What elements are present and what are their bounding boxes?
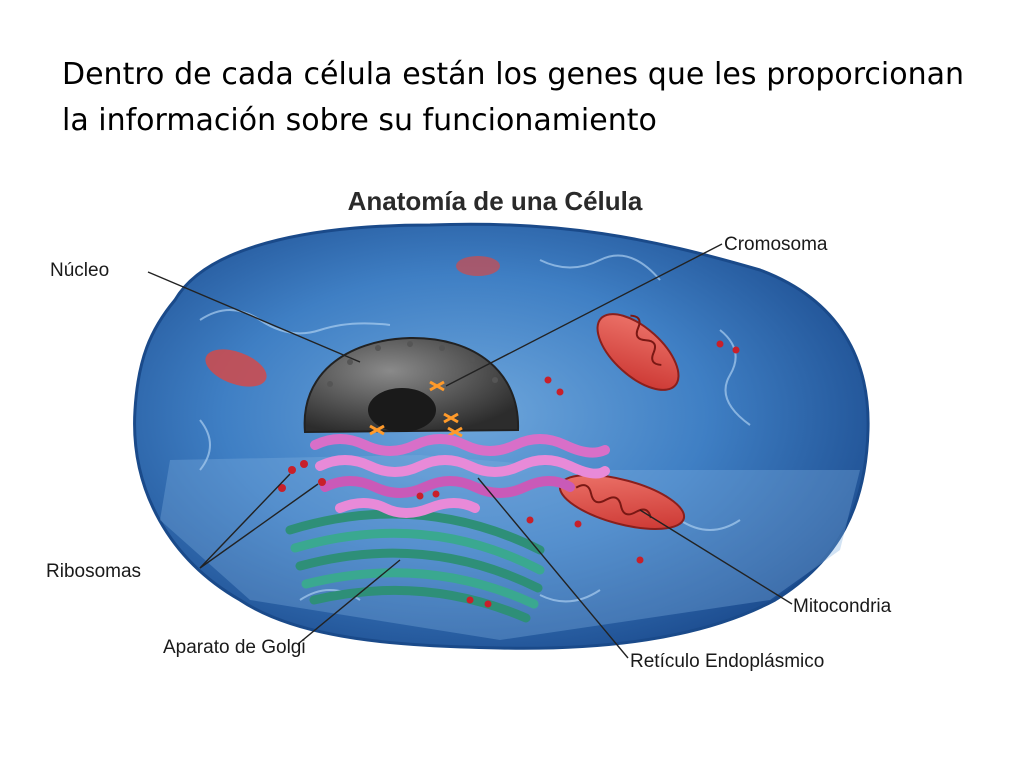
label-ribosomes: Ribosomas: [46, 561, 141, 582]
small-vesicle: [205, 349, 267, 387]
label-mitochondria: Mitocondria: [793, 596, 892, 617]
leader-line-chromosome: [445, 243, 723, 387]
endoplasmic-reticulum: [310, 434, 610, 518]
leader-lines: [147, 243, 793, 659]
label-golgi: Aparato de Golgi: [163, 637, 306, 658]
leader-line-mitochondria: [639, 509, 793, 605]
label-nucleus: Núcleo: [50, 260, 109, 281]
ribosomes: [278, 340, 740, 608]
mitochondrion-upper: [596, 313, 680, 391]
small-vesicle: [456, 256, 500, 276]
leader-line-golgi: [297, 559, 401, 645]
diagram-title: Anatomía de una Célula: [348, 186, 643, 216]
leader-line-ribosomes-a: [199, 473, 291, 569]
leader-line-nucleus: [147, 271, 361, 363]
label-chromosome: Cromosoma: [724, 234, 828, 255]
slide-heading-text: Dentro de cada célula están los genes qu…: [62, 57, 964, 138]
label-er: Retículo Endoplásmico: [630, 651, 824, 672]
leader-line-er: [477, 477, 629, 659]
leader-line-ribosomes-b: [199, 483, 319, 569]
